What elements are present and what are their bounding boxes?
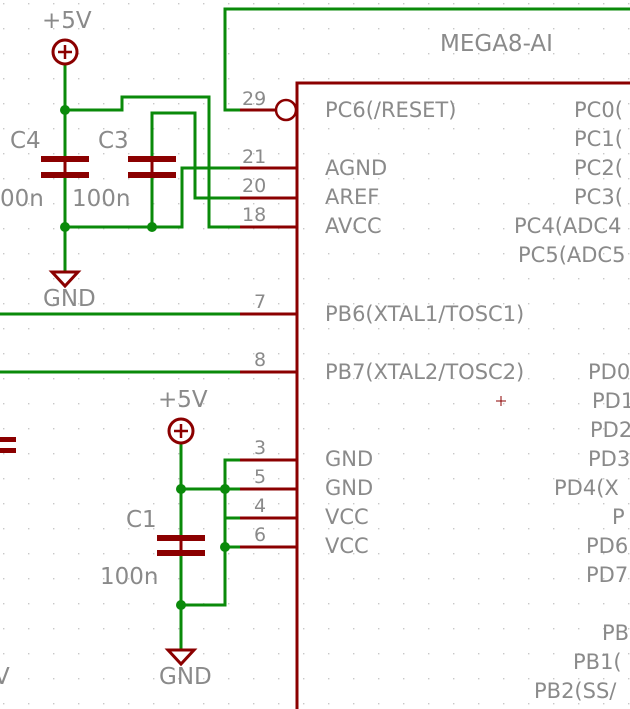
capacitor-c3[interactable]: C3 100n [72, 128, 176, 212]
pin-label-right: PC5(ADC5 [518, 243, 625, 267]
pin-label: AVCC [325, 214, 382, 238]
pin-label: GND [325, 447, 373, 471]
pin-number: 8 [254, 349, 266, 371]
pin-label-right: PC3( [574, 185, 623, 209]
wire-vcc-avcc [63, 95, 299, 229]
ground-icon [164, 648, 198, 667]
pin-label-right: PD2 [590, 418, 630, 442]
junction-dot [176, 600, 186, 610]
capacitor-plate [128, 172, 176, 178]
vcc-symbol-bottom[interactable]: +5V [158, 387, 208, 445]
chip-outline [295, 81, 630, 709]
chip-name: MEGA8-AI [440, 31, 553, 57]
junctions [60, 105, 230, 610]
gnd-label: GND [43, 286, 96, 312]
pin-label-right: PD4(X [554, 476, 619, 500]
pin-label-right: PC4(ADC4 [514, 214, 621, 238]
chip-mega8[interactable]: MEGA8-AI 29 21 20 18 7 8 3 5 4 6 PC6(/RE… [240, 31, 630, 709]
junction-dot [147, 222, 157, 232]
capacitor-plate [157, 550, 205, 556]
pin-label: VCC [325, 505, 369, 529]
pin-label-right: PD3 [588, 447, 630, 471]
pin-label-right: PB [602, 621, 629, 645]
capacitor-plate [128, 156, 176, 162]
pin-label: AGND [325, 156, 387, 180]
pin-label: PB7(XTAL2/TOSC2) [325, 360, 524, 384]
component-value: 100n [72, 186, 130, 212]
origin-cross-icon [496, 396, 506, 406]
gnd-label: GND [159, 664, 212, 690]
pin-number: 18 [242, 204, 266, 226]
pin-label: VCC [325, 534, 369, 558]
pin-label-right: PD6 [586, 534, 628, 558]
junction-dot [60, 222, 70, 232]
pin-label-right: PC1( [574, 127, 623, 151]
pin-label-right: PB2(SS/ [534, 679, 617, 703]
junction-dot [220, 542, 230, 552]
chip-pin-stubs [240, 108, 297, 549]
pin-label: AREF [325, 185, 379, 209]
pin-label-right: PD0 [588, 360, 630, 384]
component-name: C3 [98, 128, 129, 154]
pin-label-right: P [612, 505, 625, 529]
capacitor-c4[interactable]: C4 00n [0, 128, 89, 212]
pin-label: GND [325, 476, 373, 500]
pin-number: 20 [242, 175, 266, 197]
capacitor-plate [41, 172, 89, 178]
pin-number: 5 [254, 466, 266, 488]
component-value: 00n [0, 186, 44, 212]
component-name: C4 [10, 128, 41, 154]
pin-label-right: PB1( [573, 650, 622, 674]
junction-dot [60, 105, 70, 115]
wire-c3-aref [150, 111, 299, 200]
junction-dot [176, 484, 186, 494]
gnd-symbol-bottom[interactable]: GND [159, 648, 212, 690]
vcc-symbol-top[interactable]: +5V [42, 8, 92, 66]
ground-icon [48, 270, 82, 289]
pin-number: 21 [242, 146, 266, 168]
gnd-symbol-top[interactable]: GND [43, 270, 96, 312]
vcc-label: +5V [42, 8, 92, 34]
junction-dot [220, 484, 230, 494]
pin-number: 6 [254, 524, 266, 546]
capacitor-plate [41, 156, 89, 162]
pin-number: 29 [242, 88, 266, 110]
component-name: C1 [126, 507, 157, 533]
pin-label: PB6(XTAL1/TOSC1) [325, 302, 524, 326]
pin-label-right: PC2( [574, 156, 623, 180]
capacitor-plate [157, 535, 205, 541]
pin-label: PC6(/RESET) [325, 98, 456, 122]
pin-number: 3 [254, 437, 266, 459]
pin-number: 4 [254, 495, 266, 517]
vcc-label: +5V [158, 387, 208, 413]
capacitor-c1[interactable]: C1 100n [100, 507, 205, 590]
reset-inversion-bubble [274, 98, 298, 122]
pin-label-right: PD1 [592, 389, 630, 413]
pin-label-right: PC0( [574, 98, 623, 122]
offscreen-component-fragment [0, 437, 16, 453]
pin-label-right: PD7 [586, 563, 628, 587]
wire-gnd-agnd [63, 166, 299, 229]
edge-label-fragment: V [0, 664, 10, 690]
pin-number: 7 [254, 291, 266, 313]
component-value: 100n [100, 564, 158, 590]
